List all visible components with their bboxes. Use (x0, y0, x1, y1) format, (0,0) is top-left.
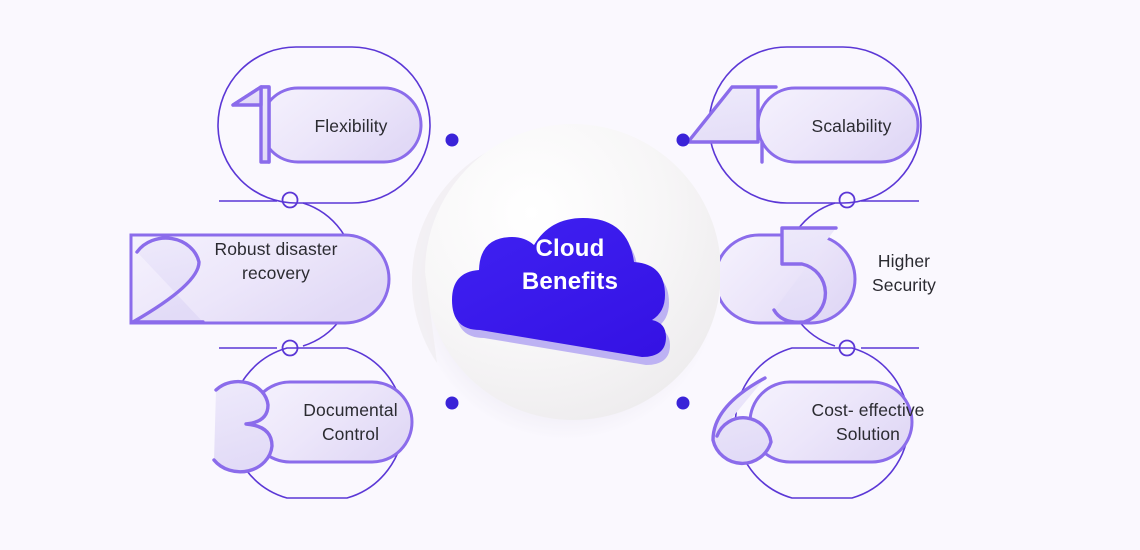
dot-bottom-left (445, 396, 459, 410)
dot-top-right (676, 133, 690, 147)
center-title-line1: Cloud (535, 235, 605, 262)
ring-left-upper (281, 191, 299, 209)
benefit-number-2 (131, 236, 205, 324)
dot-top-left (445, 133, 459, 147)
cloud-icon (452, 218, 670, 365)
ring-right-upper (838, 191, 856, 209)
benefit-card-4[interactable] (686, 46, 922, 204)
ring-left-lower (281, 339, 299, 357)
benefit-number-6 (711, 376, 773, 466)
benefit-card-5[interactable] (715, 200, 919, 349)
benefit-number-4 (686, 85, 778, 164)
benefit-number-5 (772, 226, 838, 324)
benefit-number-3 (212, 379, 274, 474)
dot-bottom-right (676, 396, 690, 410)
benefit-card-6[interactable] (711, 347, 914, 499)
ring-right-lower (838, 339, 856, 357)
benefit-card-1[interactable] (217, 46, 431, 204)
benefit-card-3[interactable] (212, 347, 414, 499)
center-title-line2: Benefits (521, 268, 619, 295)
benefit-card-2[interactable] (129, 200, 391, 349)
